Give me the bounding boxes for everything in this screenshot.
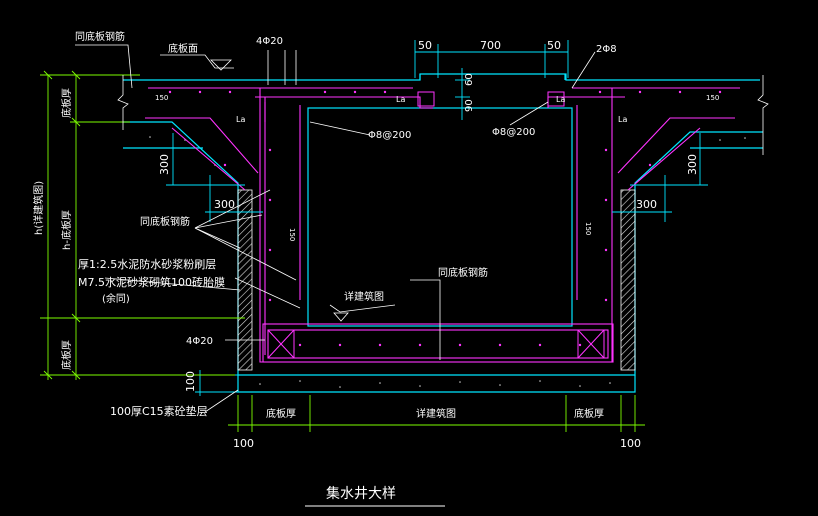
label-brick: M7.5水泥砂浆砌筑100砖胎膜 [78,275,225,289]
bottom-dimensions [228,395,645,432]
label-la-right-small: La [556,95,565,104]
label-c15: 100厚C15素砼垫层 [110,404,208,418]
drawing-title: 集水井大样 [326,485,396,502]
dim-h-300-right: 300 [636,198,657,211]
dim-top-50-right: 50 [547,39,561,52]
dim-h-300-left: 300 [214,198,235,211]
label-same-below: (余同) [102,292,130,305]
dim-bot-slab-left: 底板厚 [266,407,296,420]
concrete-speckle [149,136,746,388]
dim-left-slab-thick: 底板厚 [60,88,73,118]
dim-v-100: 100 [184,371,197,392]
rebar-lines [145,87,740,363]
break-marks [117,75,769,155]
label-2phi8: 2Φ8 [596,44,617,55]
dimension-lines [166,40,708,396]
dim-v-300-left: 300 [158,154,171,175]
dim-bot-100-right: 100 [620,437,641,450]
dim-top-700: 700 [480,39,501,52]
dim-bot-100-left: 100 [233,437,254,450]
dim-v-300-right: 300 [686,154,699,175]
label-see-arch-mid: 详建筑图 [344,290,384,303]
label-rebar-same-right: 同底板钢筋 [438,266,488,279]
dim-bot-slab-right: 底板厚 [574,407,604,420]
rebar-dots [168,90,722,347]
label-plaster: 厚1:2.5水泥防水砂浆粉刷层 [78,257,216,271]
label-la-right: La [618,115,627,124]
dim-left-h-minus: h-底板厚 [60,210,73,250]
dim-v-90: 90 [464,99,475,112]
label-slab-top: 底板面 [168,42,198,55]
dim-bot-see-arch: 详建筑图 [416,407,456,420]
label-150-wall-right: 150 [584,222,592,235]
label-150-wall-left: 150 [288,228,296,241]
left-dimensions [40,70,245,380]
dim-top-50-left: 50 [418,39,432,52]
label-rebar-same-mid: 同底板钢筋 [140,215,190,228]
label-150-left: 150 [155,94,168,102]
brick-wall-right [620,189,636,371]
label-phi8-200-left: Φ8@200 [368,130,411,141]
leader-lines [75,44,596,413]
label-la-left: La [236,115,245,124]
label-4phi20-top: 4Φ20 [256,36,283,47]
label-150-right: 150 [706,94,719,102]
level-markers [210,59,349,322]
label-rebar-same-top-left: 同底板钢筋 [75,30,125,43]
label-la-left-small: La [396,95,405,104]
dim-v-60: 60 [464,73,475,86]
label-phi8-200-right: Φ8@200 [492,127,535,138]
dim-left-h-total: h(详建筑图) [32,181,45,235]
dim-left-slab-thick2: 底板厚 [60,340,73,370]
label-4phi20-bottom: 4Φ20 [186,336,213,347]
corner-bars [267,91,605,359]
